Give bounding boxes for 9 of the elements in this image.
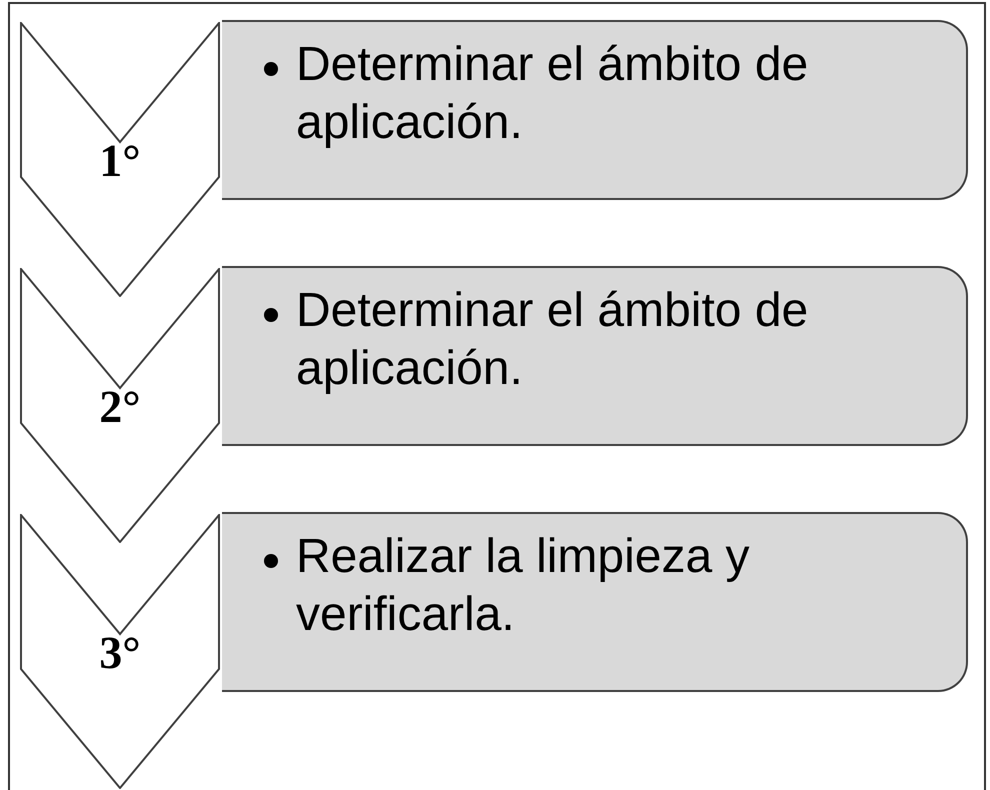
bullet-text: Determinar el ámbito de aplicación. [296, 37, 810, 151]
bullet-text: Realizar la limpieza y verificarla. [296, 529, 750, 643]
step-number: 2° [98, 380, 142, 433]
step-box [222, 512, 968, 692]
step-number: 3° [98, 626, 142, 679]
step-number: 1° [98, 134, 142, 187]
step-box [222, 20, 968, 200]
step-box [222, 266, 968, 446]
bullet-text: Determinar el ámbito de aplicación. [296, 283, 810, 397]
